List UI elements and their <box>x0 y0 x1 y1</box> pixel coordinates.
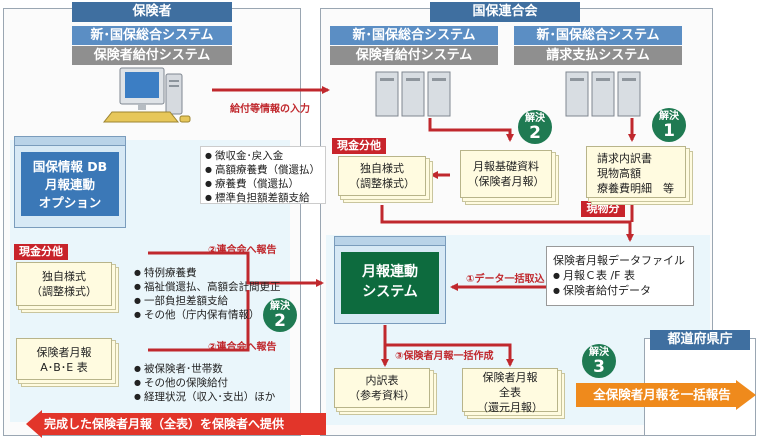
upper-item-list: 徴収金･戻入金 高額療養費（償還払） 療養費（償還払） 標準負担額差額支給 <box>200 146 326 204</box>
rengokai-title: 国保連合会 <box>430 2 580 22</box>
option-window: 国保情報 DB 月報連動 オプション <box>14 136 126 228</box>
rengokai-kyufu-system-subname: 保険者給付システム <box>330 46 498 65</box>
kyufu-server-icon <box>375 71 451 117</box>
geppo-rendo-system: 月報連動 システム <box>341 252 439 314</box>
pc-illustration <box>102 67 191 123</box>
data-file-doc: 保険者月報データファイル 月報Ｃ表 /F 表 保険者給付データ <box>546 246 694 306</box>
geppo-rendo-window: 月報連動 システム <box>334 236 446 324</box>
bottom-provide-label: 完成した保険者月報（全表）を保険者へ提供 <box>44 417 285 431</box>
hokensha-system-name: 新･国保総合システム <box>72 26 232 45</box>
batch-create-label: ③保険者月報一括作成 <box>395 351 494 362</box>
hokensha-title: 保険者 <box>72 2 232 22</box>
dokuji-doc-lower: 独自様式（調整様式） <box>16 262 112 306</box>
seikyu-doc: 請求内訳書現物高額療養費明細 等 <box>586 146 686 198</box>
kyufu-input-label: 給付等情報の入力 <box>230 104 310 115</box>
geppo-kiso-doc: 月報基礎資料（保険者月報） <box>460 150 552 198</box>
bottom-provide-arrow <box>26 410 326 438</box>
hokensha-system-subname: 保険者給付システム <box>72 46 232 65</box>
report-label-1: ②連合会へ報告 <box>208 245 277 256</box>
all-report-label: 全保険者月報を一括報告 <box>593 387 731 402</box>
zenhyo-doc: 保険者月報全表（還元月報） <box>462 368 558 414</box>
seikyu-server-icon <box>565 71 641 117</box>
data-import-label: ①データ一括取込 <box>466 274 545 285</box>
genkin-tag-upper: 現金分他 <box>332 138 386 154</box>
rengokai-seikyu-system-name: 新･国保総合システム <box>514 26 682 45</box>
uchiwake-doc: 内訳表（参考資料） <box>334 368 430 408</box>
todofuken-title: 都道府県庁 <box>650 330 750 350</box>
all-report-arrow <box>576 380 756 410</box>
genkin-tag-lower: 現金分他 <box>14 244 68 260</box>
genbutsu-tag: 現物分 <box>581 201 625 217</box>
middle-item-list: 特例療養費 福祉償還払、高額会計間更正 一部負担差額支給 その他（庁内保有情報） <box>134 266 284 322</box>
report-label-2: ②連合会へ報告 <box>208 342 277 353</box>
rengokai-seikyu-system-subname: 請求支払システム <box>514 46 682 65</box>
dokuji-doc-upper: 独自様式（調整様式） <box>338 156 426 196</box>
option-box: 国保情報 DB 月報連動 オプション <box>21 152 119 216</box>
lower-item-list: 被保険者･世帯数 その他の保険給付 経理状況（収入･支出）ほか <box>134 362 284 404</box>
rengokai-kyufu-system-name: 新･国保総合システム <box>330 26 498 45</box>
